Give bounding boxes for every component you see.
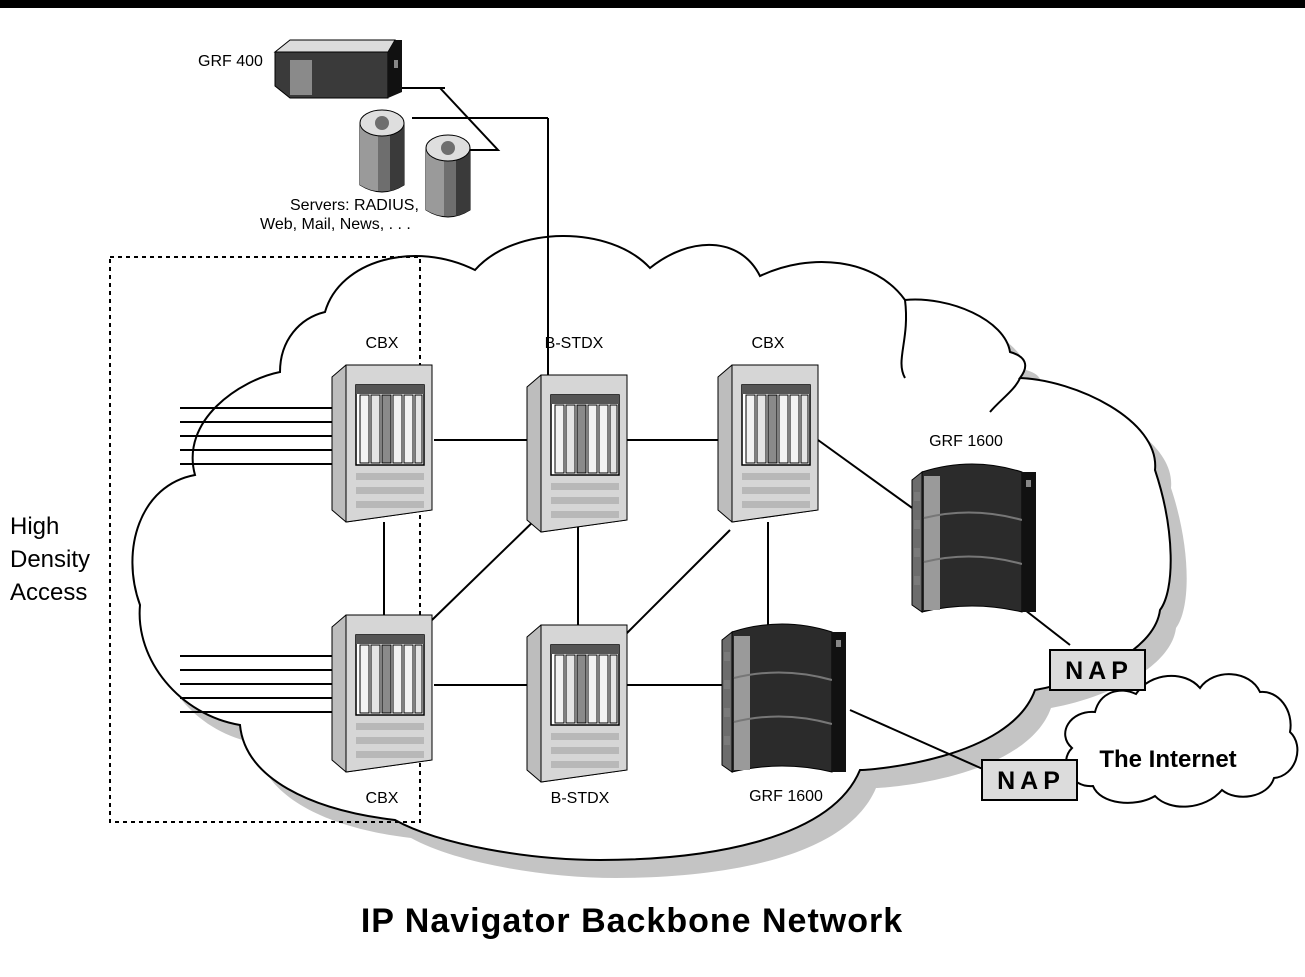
servers-label-line1: Servers: RADIUS, <box>290 197 419 214</box>
grf400-router <box>273 39 402 99</box>
cbx-top-right-label: CBX <box>752 335 785 352</box>
grf400-label: GRF 400 <box>198 53 263 70</box>
access-label-line1: High <box>10 513 59 540</box>
bstdx-bottom-switch <box>526 624 628 783</box>
cbx-bottom-label: CBX <box>366 790 399 807</box>
access-label-line2: Density <box>10 546 90 573</box>
nap-upper-label: NAP <box>1065 657 1133 685</box>
access-lines-bottom <box>180 655 334 713</box>
nap-lower-box <box>981 759 1078 801</box>
servers-label-line2: Web, Mail, News, . . . <box>260 216 411 233</box>
bstdx-top-switch <box>526 374 628 533</box>
server-can-2 <box>425 134 471 218</box>
backbone-links <box>383 117 1071 771</box>
grf1600-bottom-router <box>721 623 847 773</box>
high-density-access-box <box>109 256 421 823</box>
top-rule <box>0 0 1305 8</box>
grf1600-right-router <box>911 463 1037 613</box>
server-can-1 <box>359 109 405 193</box>
nap-lower-label: NAP <box>997 767 1065 795</box>
access-label-line3: Access <box>10 579 87 606</box>
cbx-top-right-switch <box>717 364 819 523</box>
cbx-bottom-switch <box>331 614 433 773</box>
bstdx-top-label: B-STDX <box>545 335 604 352</box>
cbx-top-label: CBX <box>366 335 399 352</box>
nap-upper-box <box>1049 649 1146 691</box>
grf400-links <box>395 87 501 151</box>
cbx-top-switch <box>331 364 433 523</box>
grf1600-right-label: GRF 1600 <box>929 433 1003 450</box>
access-lines-top <box>180 407 334 465</box>
diagram-title: IP Navigator Backbone Network <box>361 902 903 940</box>
bstdx-bottom-label: B-STDX <box>551 790 610 807</box>
grf1600-bottom-label: GRF 1600 <box>749 788 823 805</box>
internet-label: The Internet <box>1099 746 1236 773</box>
